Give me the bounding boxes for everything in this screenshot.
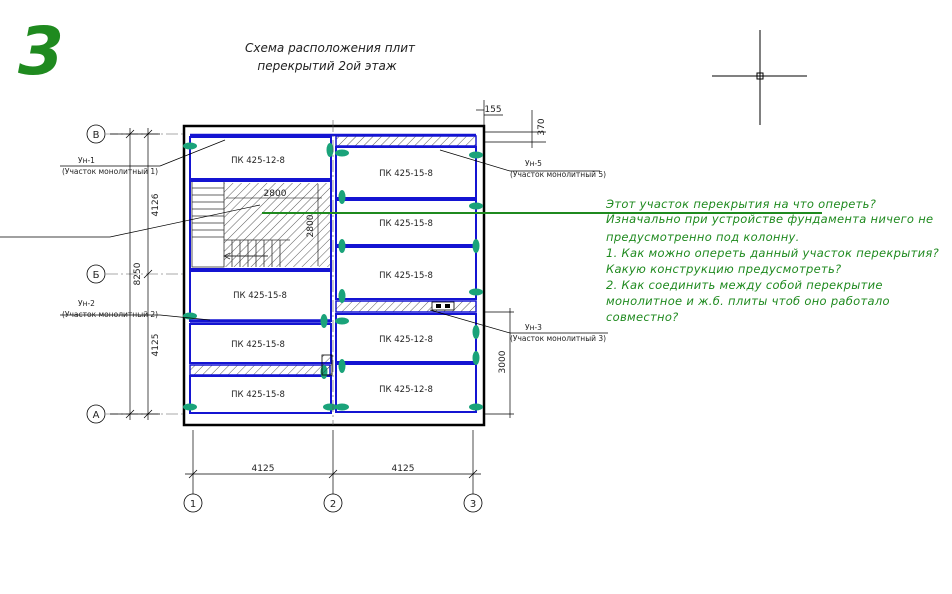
dim-opening-width: 2800 bbox=[264, 189, 287, 199]
dim-left-upper: 4126 bbox=[151, 193, 161, 216]
dimension-right-lower bbox=[484, 308, 514, 418]
note-line-2: Изначально при устройстве фундамента нич… bbox=[606, 212, 933, 226]
monolithic-desc-2: (Участок монолитный 2) bbox=[62, 310, 158, 319]
drawing-title-line2: перекрытий 2ой этаж bbox=[257, 59, 396, 73]
monolithic-mark-3: Ун-3 bbox=[525, 323, 542, 332]
note-line-6: 2. Как соединить между собой перекрытие bbox=[606, 278, 883, 292]
monolithic-zone-top bbox=[335, 135, 477, 147]
axis-label-a: А bbox=[93, 410, 100, 421]
note-line-5: Какую конструкцию предусмотреть? bbox=[606, 262, 841, 276]
crosshair-cursor-icon bbox=[712, 30, 807, 125]
dimension-left bbox=[110, 128, 160, 420]
slab-label: ПК 425-15-8 bbox=[379, 271, 433, 281]
column-detail bbox=[321, 301, 455, 376]
slab-label: ПК 425-15-8 bbox=[231, 340, 285, 350]
monolithic-desc-5: (Участок монолитный 5) bbox=[510, 170, 606, 179]
dim-right-lower: 3000 bbox=[498, 350, 508, 373]
dimension-top-right bbox=[476, 100, 546, 148]
axis-label-2: 2 bbox=[330, 499, 336, 510]
dim-left-lower: 4125 bbox=[151, 334, 161, 357]
dimension-bottom bbox=[185, 469, 481, 479]
note-line-3: предусмотренно под колонну. bbox=[606, 230, 800, 244]
slab-label: ПК 425-12-8 bbox=[379, 385, 433, 395]
dim-bottom-right: 4125 bbox=[392, 464, 415, 474]
leader-lines bbox=[0, 139, 608, 334]
dim-opening-height: 2800 bbox=[306, 214, 316, 237]
monolithic-zone-ramp bbox=[224, 183, 331, 267]
axis-marker-horizontal: 1 2 3 bbox=[183, 430, 483, 513]
slab-label: ПК 425-15-8 bbox=[233, 291, 287, 301]
question-note: Этот участок перекрытия на что опереть? … bbox=[605, 197, 939, 324]
page-number: 3 bbox=[18, 13, 64, 90]
axis-marker-vertical: В Б А bbox=[86, 124, 106, 424]
note-line-1: Этот участок перекрытия на что опереть? bbox=[605, 197, 876, 211]
note-line-7: монолитное и ж.б. плиты чтоб оно работал… bbox=[606, 294, 890, 308]
note-line-4: 1. Как можно опереть данный участок пере… bbox=[606, 246, 939, 260]
axis-lines bbox=[106, 120, 334, 425]
monolithic-mark-2: Ун-2 bbox=[78, 299, 95, 308]
monolithic-mark-1: Ун-1 bbox=[78, 156, 95, 165]
monolithic-zone-left-lower bbox=[189, 364, 331, 376]
building-outline bbox=[182, 124, 486, 427]
dim-left-total: 8250 bbox=[133, 262, 143, 285]
slab-label: ПК 425-12-8 bbox=[231, 156, 285, 166]
monolithic-desc-3: (Участок монолитный 3) bbox=[510, 334, 606, 343]
drawing-title-line1: Схема расположения плит bbox=[245, 41, 416, 55]
dim-top-right: 370 bbox=[537, 118, 547, 135]
support-marks bbox=[183, 142, 483, 411]
dimension-opening bbox=[226, 184, 322, 266]
dim-top-offset: 155 bbox=[484, 105, 501, 115]
axis-label-v: В bbox=[93, 130, 100, 141]
opening-outline bbox=[189, 180, 332, 270]
staircase bbox=[191, 180, 290, 268]
note-line-8: совместно? bbox=[606, 310, 679, 324]
monolithic-zone-middle bbox=[335, 300, 477, 313]
dim-bottom-left: 4125 bbox=[252, 464, 275, 474]
slab-label: ПК 425-12-8 bbox=[379, 335, 433, 345]
slab-label: ПК 425-15-8 bbox=[379, 219, 433, 229]
axis-label-1: 1 bbox=[190, 499, 196, 510]
slab-label: ПК 425-15-8 bbox=[231, 390, 285, 400]
monolithic-mark-5: Ун-5 bbox=[525, 159, 542, 168]
axis-label-b: Б bbox=[93, 270, 100, 281]
monolithic-desc-1: (Участок монолитный 1) bbox=[62, 167, 158, 176]
slab-label: ПК 425-15-8 bbox=[379, 169, 433, 179]
axis-label-3: 3 bbox=[470, 499, 476, 510]
